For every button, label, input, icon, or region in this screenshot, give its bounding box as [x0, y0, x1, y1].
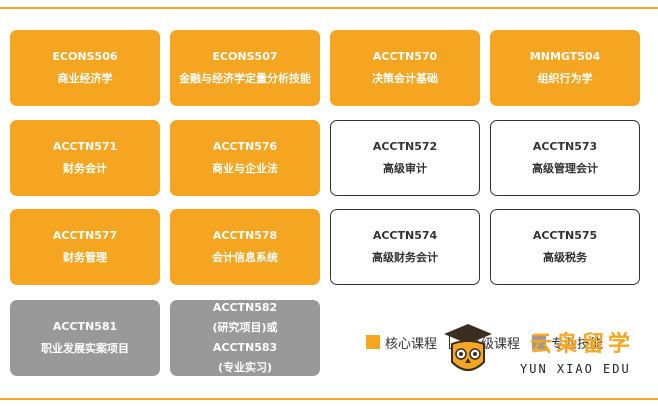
course-name: 高级管理会计	[532, 162, 598, 175]
course-name: 组织行为学	[537, 72, 593, 85]
course-code: MNMGT504	[529, 50, 601, 63]
course-code: ACCTN576	[212, 140, 278, 153]
watermark-brand-en: YUN XIAO EDU	[520, 362, 631, 376]
course-card-acctn576[interactable]: ACCTN576 商业与企业法	[170, 120, 320, 196]
course-card-acctn582-583[interactable]: ACCTN582 (研究项目)或 ACCTN583 (专业实习)	[170, 300, 320, 376]
course-code: ACCTN571	[52, 140, 118, 153]
course-code: ACCTN581	[52, 320, 118, 333]
legend-label: 核心课程	[385, 336, 438, 352]
bottom-divider	[0, 398, 658, 400]
course-card-mnmgt504[interactable]: MNMGT504 组织行为学	[490, 30, 640, 106]
course-name: 决策会计基础	[372, 72, 438, 85]
course-code: ACCTN582	[212, 301, 278, 314]
legend-item-skills: 专业技能	[532, 333, 603, 352]
course-name: 高级审计	[383, 162, 427, 175]
course-code: ACCTN575	[532, 229, 598, 242]
course-name: 商业经济学	[57, 72, 113, 85]
course-card-acctn571[interactable]: ACCTN571 财务会计	[10, 120, 160, 196]
course-name: 金融与经济学定量分析技能	[179, 72, 311, 85]
course-card-econs507[interactable]: ECONS507 金融与经济学定量分析技能	[170, 30, 320, 106]
course-name: 职业发展实案项目	[41, 342, 129, 355]
course-code: ECONS507	[212, 50, 278, 63]
course-code: ACCTN577	[52, 229, 118, 242]
top-divider	[0, 7, 658, 9]
course-code: ACCTN583	[212, 341, 278, 354]
course-code: ACCTN570	[372, 50, 438, 63]
course-card-econs506[interactable]: ECONS506 商业经济学	[10, 30, 160, 106]
legend-label: 专业技能	[551, 336, 604, 352]
course-card-acctn570[interactable]: ACCTN570 决策会计基础	[330, 30, 480, 106]
watermark-brand: 云枭留学	[530, 332, 635, 357]
course-name: 商业与企业法	[212, 162, 278, 175]
course-card-acctn573[interactable]: ACCTN573 高级管理会计	[490, 120, 640, 196]
course-name: 会计信息系统	[212, 251, 278, 264]
course-card-acctn578[interactable]: ACCTN578 会计信息系统	[170, 209, 320, 285]
course-code: ACCTN572	[372, 140, 438, 153]
course-card-acctn575[interactable]: ACCTN575 高级税务	[490, 209, 640, 285]
course-code: ACCTN578	[212, 229, 278, 242]
course-name: 高级财务会计	[372, 251, 438, 264]
course-code: ACCTN573	[532, 140, 598, 153]
course-name: 高级税务	[543, 251, 587, 264]
course-card-acctn577[interactable]: ACCTN577 财务管理	[10, 209, 160, 285]
course-name: (研究项目)或	[212, 321, 278, 334]
legend-swatch-skills	[532, 335, 547, 349]
course-code: ACCTN574	[372, 229, 438, 242]
course-code: ECONS506	[52, 50, 118, 63]
legend-swatch-core	[366, 335, 380, 349]
course-name: 财务管理	[63, 251, 107, 264]
owl-logo-icon	[444, 324, 492, 371]
course-name: 财务会计	[63, 162, 107, 175]
course-card-acctn574[interactable]: ACCTN574 高级财务会计	[330, 209, 480, 285]
course-card-acctn581[interactable]: ACCTN581 职业发展实案项目	[10, 300, 160, 376]
course-name: (专业实习)	[217, 361, 273, 374]
course-card-acctn572[interactable]: ACCTN572 高级审计	[330, 120, 480, 196]
legend-item-core: 核心课程	[366, 333, 437, 352]
